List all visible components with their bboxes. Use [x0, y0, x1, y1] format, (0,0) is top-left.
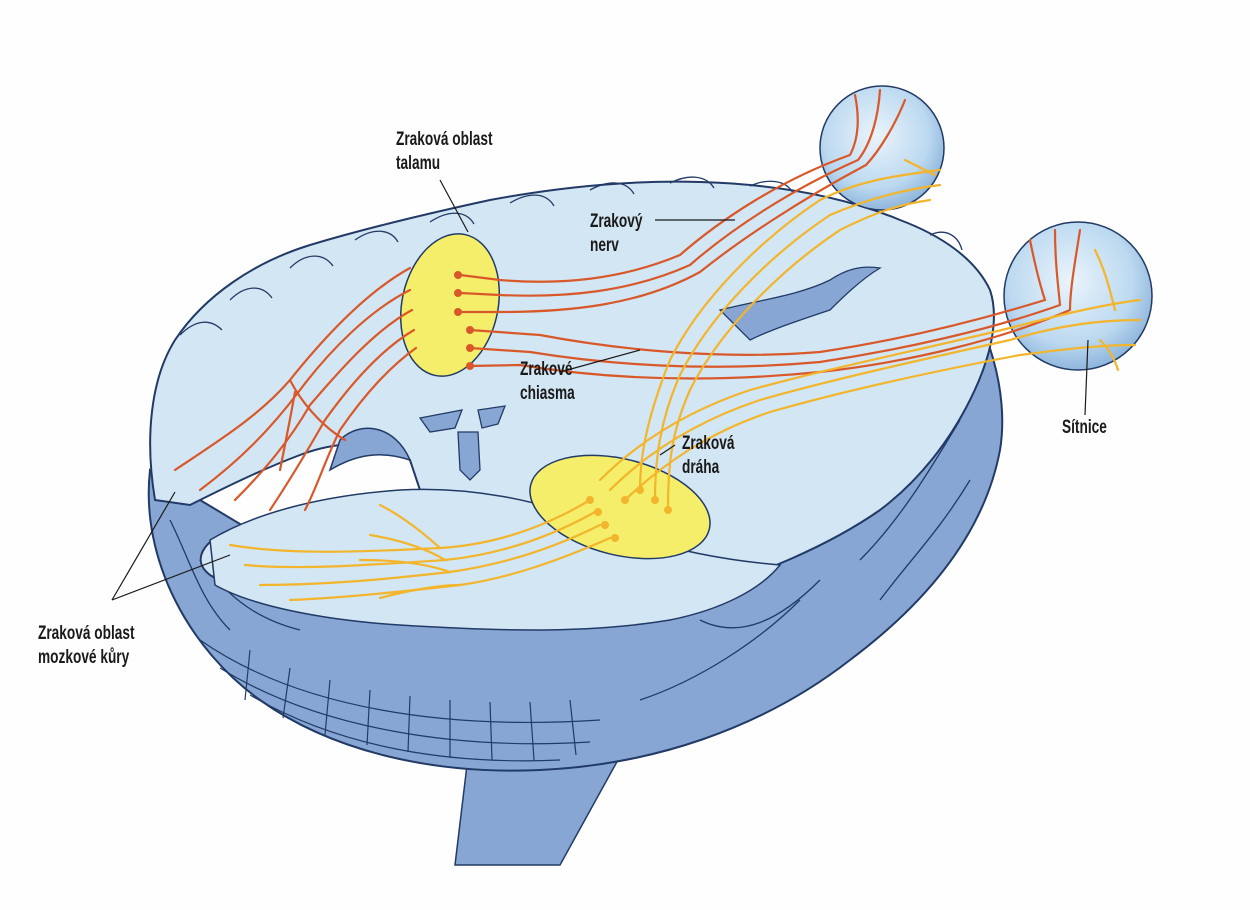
label-chiasma: Zrakové chiasma [520, 358, 575, 406]
label-optic-nerve: Zrakový nerv [590, 210, 642, 258]
label-retina: Sítnice [1062, 416, 1107, 440]
label-optic-nerve-line2: nerv [590, 234, 642, 258]
label-retina-line1: Sítnice [1062, 416, 1107, 440]
label-chiasma-line1: Zrakové [520, 358, 575, 382]
label-thalamus: Zraková oblast talamu [396, 128, 493, 176]
label-visual-cortex-line2: mozkové kůry [38, 646, 135, 670]
label-optic-tract-line2: dráha [682, 456, 734, 480]
label-optic-nerve-line1: Zrakový [590, 210, 642, 234]
label-visual-cortex: Zraková oblast mozkové kůry [38, 622, 135, 670]
label-optic-tract: Zraková dráha [682, 432, 734, 480]
label-chiasma-line2: chiasma [520, 382, 575, 406]
label-visual-cortex-line1: Zraková oblast [38, 622, 135, 646]
label-thalamus-line1: Zraková oblast [396, 128, 493, 152]
label-thalamus-line2: talamu [396, 152, 493, 176]
label-optic-tract-line1: Zraková [682, 432, 734, 456]
